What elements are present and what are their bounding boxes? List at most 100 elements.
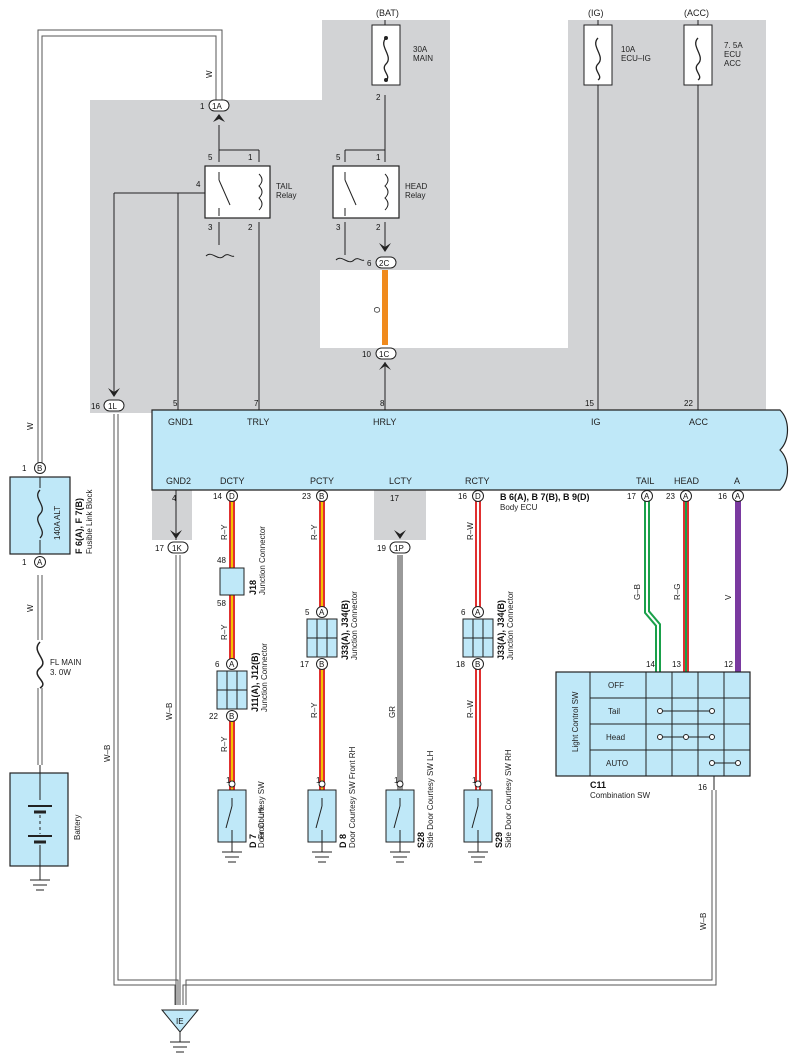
j18-id: J18 [248, 580, 258, 595]
wire-label-ry: R–Y [310, 702, 319, 718]
pin-number: 58 [217, 599, 226, 608]
fusible-link-block [9, 476, 71, 555]
pin-number: 5 [336, 153, 341, 162]
ecu-pin-num: 15 [585, 399, 594, 408]
pin-number: 19 [377, 544, 386, 553]
j33a-name: Junction Connector [350, 591, 359, 660]
ecu-pin-num: 17 [627, 492, 636, 501]
ecu-pin-conn: A [735, 492, 741, 501]
s28-name: Side Door Courtesy SW LH [426, 750, 435, 848]
pin-number: 1 [200, 102, 205, 111]
ecu-pin-num: 5 [173, 399, 178, 408]
combo-pos-head: Head [606, 733, 625, 742]
j33-connector-a [306, 618, 338, 658]
combo-pin: 13 [672, 660, 681, 669]
fusible-link-id: F 6(A), F 7(B) [74, 498, 84, 554]
wire-label-o: O [373, 307, 382, 313]
ecu-pin-conn: A [683, 492, 689, 501]
fusible-link-rating: 140A ALT [53, 506, 62, 540]
pin-number: 17 [300, 660, 309, 669]
pin-number: 1 [316, 776, 321, 785]
pin-number: 1 [376, 153, 381, 162]
d7-id: D 7 [248, 834, 258, 848]
wire-label-ry: R–Y [220, 736, 229, 752]
wire-label-ry: R–Y [220, 624, 229, 640]
tail-relay-lamp-wave [205, 253, 235, 259]
tail-relay [204, 165, 271, 219]
ig-label: (IG) [588, 8, 604, 18]
wires-switch [644, 498, 741, 672]
ecu-pin-conn: D [475, 492, 481, 501]
pin-number: 4 [196, 180, 201, 189]
combo-pos-tail: Tail [608, 707, 620, 716]
ie-ground [160, 1009, 200, 1053]
ground-symbol-battery [30, 879, 50, 891]
pin-conn: B [475, 660, 480, 669]
combo-side-label: Light Control SW [571, 691, 580, 752]
head-relay-label2: Relay [405, 191, 425, 200]
pin-conn: B [229, 712, 234, 721]
fuse-main-name: MAIN [413, 54, 433, 63]
wire-label-wb: W–B [165, 703, 174, 720]
j18-name: Junction Connector [258, 526, 267, 595]
fuse-acc-name1: ECU [724, 50, 741, 59]
fl-main-rating: 3. 0W [50, 668, 71, 677]
ecu-pin-conn: B [319, 492, 324, 501]
pin-number: 6 [461, 608, 466, 617]
pin-number: 6 [367, 259, 372, 268]
fl-main-label: FL MAIN [50, 658, 81, 667]
s29-name: Side Door Courtesy SW RH [504, 749, 513, 848]
ecu-pin-pcty: PCTY [310, 476, 334, 486]
ecu-pin-rcty: RCTY [465, 476, 490, 486]
pin-number: 3 [208, 223, 213, 232]
battery-label: Battery [73, 815, 82, 840]
d8-id: D 8 [338, 834, 348, 848]
pin-number: 2 [376, 93, 381, 102]
pin-number: 1 [472, 776, 477, 785]
pin-number: 1 [248, 153, 253, 162]
ecu-pin-hrly: HRLY [373, 417, 396, 427]
connector-1p-label: 1P [394, 544, 404, 553]
body-ecu-box [151, 409, 789, 491]
combo-pin: 16 [698, 783, 707, 792]
pin-number: 5 [208, 153, 213, 162]
pin-number: 10 [362, 350, 371, 359]
combo-pos-auto: AUTO [606, 759, 628, 768]
pin-circles [34, 462, 744, 722]
wire-label-w: W [26, 604, 35, 612]
fuse-ecu-ig [583, 24, 613, 86]
ecu-pin-num: 23 [302, 492, 311, 501]
wire-label-w: W [205, 70, 214, 78]
fuse-main-rating: 30A [413, 45, 428, 54]
ecu-pin-num: 8 [380, 399, 385, 408]
ecu-pin-a: A [734, 476, 740, 486]
ecu-pin-num: 16 [458, 492, 467, 501]
pin-number: 1 [22, 558, 27, 567]
ecu-pin-lcty: LCTY [389, 476, 412, 486]
pin-number: 48 [217, 556, 226, 565]
s29-id: S29 [494, 832, 504, 848]
pin-conn: B [37, 464, 42, 473]
pin-number: 18 [456, 660, 465, 669]
head-relay-label1: HEAD [405, 182, 427, 191]
fusible-link-name: Fusible Link Block [85, 489, 94, 554]
j11-name: Junction Connector [260, 643, 269, 712]
connector-1k-label: 1K [172, 544, 182, 553]
head-relay-lamp-wave [335, 257, 365, 263]
combo-pin: 14 [646, 660, 655, 669]
combination-switch [555, 671, 751, 777]
ecu-pin-num: 14 [213, 492, 222, 501]
pin-number: 22 [209, 712, 218, 721]
ecu-pin-gnd2: GND2 [166, 476, 191, 486]
pin-number: 1 [394, 776, 399, 785]
shaded-areas [90, 20, 766, 540]
connector-1a-label: 1A [212, 102, 222, 111]
ecu-pin-num: 4 [172, 494, 177, 503]
connector-2c-label: 2C [379, 259, 389, 268]
pin-number: 6 [215, 660, 220, 669]
wire-label-gr: GR [388, 706, 397, 718]
pin-number: 3 [336, 223, 341, 232]
wire-label-ry: R–Y [220, 524, 229, 540]
combo-id: C11 [590, 780, 606, 790]
